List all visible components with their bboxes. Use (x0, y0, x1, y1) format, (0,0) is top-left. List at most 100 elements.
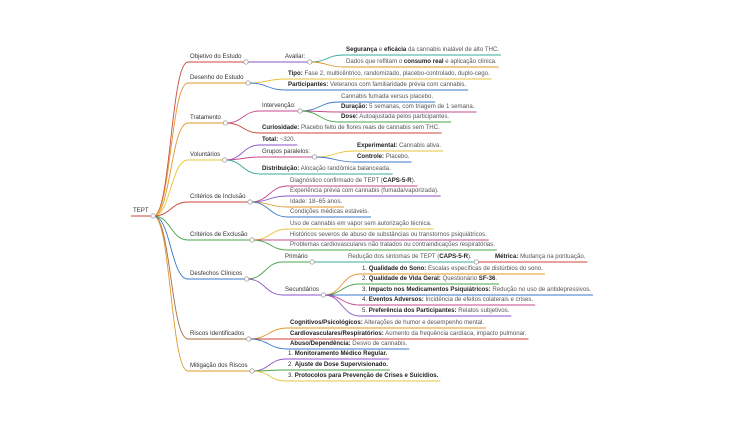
node-cannabis-fumada-versus-placebo[interactable]: Cannabis fumada versus placebo. (341, 93, 433, 101)
node-3-protocolos-para-prevencao-de-c[interactable]: 3. Protocolos para Prevenção de Crises e… (288, 372, 438, 380)
node-criterios-de-inclusao[interactable]: Critérios de Inclusão (190, 193, 246, 201)
text: Cannabis fumada versus placebo. (341, 93, 434, 100)
text: Veteranos com familiaridade prévia com c… (328, 81, 467, 88)
node-experiencia-previa-com-cannabis-[interactable]: Experiência prévia com cannabis (fumada/… (290, 187, 439, 195)
node-condicoes-medicas-estaveis[interactable]: Condições médicas estáveis. (290, 208, 369, 216)
list-number: 3. (362, 286, 369, 293)
node-label: Desfechos Clínicos (190, 270, 243, 277)
node-voluntarios[interactable]: Voluntários (190, 151, 220, 159)
text: Problemas cardiovasculares não tratados … (290, 241, 495, 248)
node-objetivo-do-estudo[interactable]: Objetivo do Estudo (190, 53, 242, 61)
node-2-qualidade-de-vida-geral-questi[interactable]: 2. Qualidade de Vida Geral: Questionário… (362, 275, 497, 283)
node-criterios-de-exclusao[interactable]: Critérios de Exclusão (190, 231, 248, 239)
node-curiosidade-placebo-feito-de-flo[interactable]: Curiosidade: Placebo feito de flores rea… (262, 124, 440, 132)
node-2-ajuste-de-dose-supervisionado[interactable]: 2. Ajuste de Dose Supervisionado. (288, 361, 388, 369)
node-desfechos-clinicos[interactable]: Desfechos Clínicos (190, 270, 242, 278)
bold-text: Impacto nos Medicamentos Psiquiátricos: (368, 286, 491, 293)
node-desenho-do-estudo[interactable]: Desenho do Estudo (190, 74, 244, 82)
text: Escalas específicas de distúrbios do son… (426, 265, 543, 272)
list-number: 4. (362, 296, 369, 303)
node-mitigacao-dos-riscos[interactable]: Mitigação dos Riscos (190, 362, 248, 370)
text: ). (411, 177, 416, 184)
node-1-monitoramento-medico-regular[interactable]: 1. Monitoramento Médico Regular. (288, 350, 387, 358)
node-cardiovasculares-respiratorios-a[interactable]: Cardiovasculares/Respiratórios: Aumento … (290, 330, 526, 338)
node-label: Tratamento (190, 114, 221, 121)
node-total-320[interactable]: Total: ~320. (262, 136, 295, 144)
bold-text: Preferência dos Participantes: (368, 307, 457, 314)
node-1-qualidade-do-sono-escalas-espe[interactable]: 1. Qualidade do Sono: Escalas específica… (362, 265, 543, 273)
node-5-preferencia-dos-participantes-[interactable]: 5. Preferência dos Participantes: Relato… (362, 307, 509, 315)
node-abuso-dependencia-desvio-de-cann[interactable]: Abuso/Dependência: Desvio de cannabis. (290, 340, 407, 348)
node-avaliar[interactable]: Avaliar: (285, 53, 305, 61)
node-intervencao[interactable]: Intervenção: (262, 102, 296, 110)
node-label: Primário (285, 253, 308, 260)
bold-text: Qualidade de Vida Geral: (368, 275, 441, 282)
root-node[interactable]: TEPT (133, 207, 149, 215)
node-participantes-veteranos-com-fami[interactable]: Participantes: Veteranos com familiarida… (288, 81, 466, 89)
list-number: 5. (362, 307, 369, 314)
node-riscos-identificados[interactable]: Riscos Identificados (190, 330, 244, 338)
node-connector (315, 156, 356, 163)
node-connector (300, 101, 340, 112)
bold-text: Distribuição: (262, 165, 300, 172)
node-dados-que-reflitam-o-consumo-rea[interactable]: Dados que reflitam o consumo real e apli… (346, 58, 497, 66)
node-secundarios[interactable]: Secundários (285, 286, 319, 294)
collapse-dot-icon (150, 213, 156, 219)
list-number: 1. (288, 350, 295, 357)
node-connector (310, 61, 345, 68)
node-connector (252, 370, 287, 382)
node-diagnostico-confirmado-de-tept-c[interactable]: Diagnóstico confirmado de TEPT (CAPS-5-R… (290, 177, 415, 185)
collapse-dot-icon (320, 292, 326, 298)
node-reducao-dos-sintomas-de-tept-cap[interactable]: Redução dos sintomas de TEPT (CAPS-5-R). (348, 253, 472, 261)
text: Autoajustada pelos participantes. (357, 113, 450, 120)
node-idade-18-65-anos[interactable]: Idade: 18–65 anos. (290, 198, 342, 206)
node-4-eventos-adversos-incidencia-de[interactable]: 4. Eventos Adversos: Incidência de efeit… (362, 296, 533, 304)
text: Experiência prévia com cannabis (fumada/… (290, 187, 439, 194)
text: . (495, 275, 498, 282)
text: e aplicação clínica. (443, 58, 497, 65)
bold-text: Qualidade do Sono: (368, 265, 427, 272)
node-duracao-5-semanas-com-triagem-de[interactable]: Duração: 5 semanas, com triagem de 1 sem… (341, 103, 474, 111)
node-cognitivos-psicologicos-alteraco[interactable]: Cognitivos/Psicológicos: Alterações de h… (290, 319, 484, 327)
node-label: Riscos Identificados (190, 330, 245, 337)
bold-text: consumo real (403, 58, 444, 65)
node-label: Intervenção: (262, 102, 296, 109)
node-metrica-mudanca-na-pontuacao[interactable]: Métrica: Mudança na pontuação. (495, 253, 585, 261)
text: Uso de cannabis em vapor sem autorização… (290, 220, 432, 227)
node-connector (225, 156, 261, 161)
node-connector (153, 61, 189, 217)
node-historicos-severos-de-abuso-de-s[interactable]: Históricos severos de abuso de substânci… (290, 231, 487, 239)
node-controle-placebo[interactable]: Controle: Placebo. (357, 153, 410, 161)
node-primario[interactable]: Primário (285, 253, 308, 261)
node-problemas-cardiovasculares-nao-t[interactable]: Problemas cardiovasculares não tratados … (290, 241, 495, 249)
node-connector (252, 228, 289, 241)
bold-text: Abuso/Dependência: (290, 340, 351, 347)
node-3-impacto-nos-medicamentos-psiqu[interactable]: 3. Impacto nos Medicamentos Psiquiátrico… (362, 286, 591, 294)
node-tratamento[interactable]: Tratamento (190, 114, 221, 122)
collapse-dot-icon (473, 259, 479, 265)
bold-text: Controle: (357, 153, 385, 160)
bold-text: Eventos Adversos: (368, 296, 424, 303)
node-seguranca-e-eficacia-da-cannabis[interactable]: Segurança e eficácia da cannabis inaláve… (346, 46, 499, 54)
node-distribuicao-alocacao-randomica-[interactable]: Distribuição: Alocação randômica balance… (262, 165, 391, 173)
text: Desvio de cannabis. (350, 340, 408, 347)
bold-text: SF-36 (478, 275, 496, 282)
bold-text: CAPS-5-R (439, 253, 469, 260)
node-connector (248, 78, 287, 84)
node-connector (247, 278, 284, 296)
bold-text: Cardiovasculares/Respiratórios: (290, 330, 384, 337)
node-label: Voluntários (190, 151, 221, 158)
text: Alterações de humor e desempenho mental. (362, 319, 485, 326)
node-connector (225, 110, 261, 124)
node-connector (153, 82, 189, 217)
text: ). (468, 253, 472, 260)
collapse-dot-icon (249, 368, 255, 374)
node-tipo-fase-2-multicentrico-random[interactable]: Tipo: Fase 2, multicêntrico, randomizado… (288, 70, 490, 78)
node-dose-autoajustada-pelos-particip[interactable]: Dose: Autoajustada pelos participantes. (341, 113, 449, 121)
bold-text: Ajuste de Dose Supervisionado. (294, 361, 388, 368)
node-grupos-paralelos[interactable]: Grupos paralelos: (262, 148, 310, 156)
node-experimental-cannabis-ativa[interactable]: Experimental: Cannabis ativa. (357, 142, 441, 150)
node-uso-de-cannabis-em-vapor-sem-aut[interactable]: Uso de cannabis em vapor sem autorização… (290, 220, 432, 228)
list-number: 2. (362, 275, 369, 282)
